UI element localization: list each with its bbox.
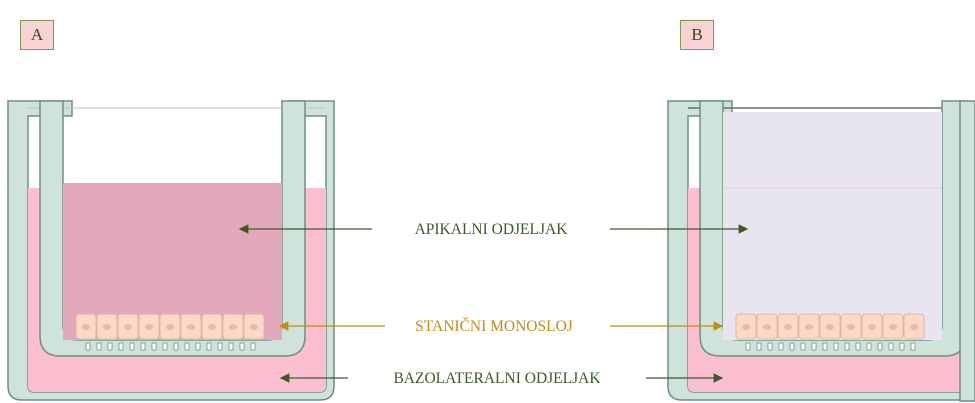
panel-b-tag: B [680,20,714,50]
apical-medium-b [723,112,942,340]
membrane-pores-a [85,342,256,351]
cell-monolayer-label: STANIČNI MONOSLOJ [415,318,573,335]
panel-b-letter: B [691,25,703,44]
apical-compartment-label: APIKALNI ODJELJAK [415,221,569,238]
panel-a-letter: A [30,25,44,44]
cell-monolayer-a [75,313,265,340]
panel-a-tag: A [20,20,54,50]
cell-monolayer-b [735,313,925,340]
well-a [7,100,335,401]
membrane-pores-b [745,342,916,351]
basolateral-compartment-label: BAZOLATERALNI ODJELJAK [393,370,601,387]
well-b [667,100,975,402]
